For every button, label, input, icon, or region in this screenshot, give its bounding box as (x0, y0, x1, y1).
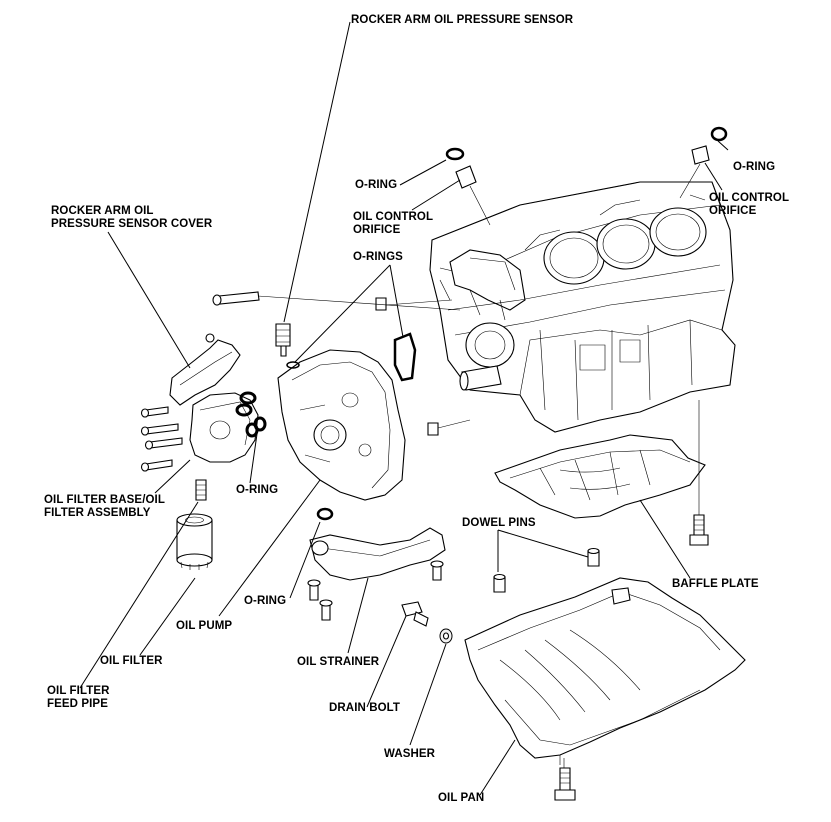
label-rocker-arm-oil-pressure-sensor: ROCKER ARM OIL PRESSURE SENSOR (351, 14, 574, 26)
label-washer: WASHER (384, 748, 436, 760)
label-oil-control-orifice-center: OIL CONTROL ORIFICE (353, 211, 434, 236)
dowel-pins-parts (375, 297, 600, 593)
o-rings-cluster (235, 126, 728, 521)
label-o-rings: O-RINGS (353, 251, 403, 263)
label-oil-pan: OIL PAN (438, 792, 485, 804)
label-rocker-arm-oil-pressure-sensor-cover: ROCKER ARM OIL PRESSURE SENSOR COVER (51, 205, 213, 230)
label-oil-filter-feed-pipe: OIL FILTER FEED PIPE (47, 685, 110, 710)
orifices (455, 145, 710, 189)
bolts-left (140, 291, 260, 472)
label-oil-filter: OIL FILTER (100, 655, 163, 667)
oil-filter (176, 513, 213, 570)
drain-bolt-part (401, 601, 429, 627)
oil-strainer (309, 527, 446, 581)
pan-bolt (554, 767, 576, 801)
label-o-ring-pump: O-RING (244, 595, 287, 607)
rocker-sensor (275, 323, 291, 357)
strainer-bolts (307, 560, 444, 621)
baffle-plate (494, 434, 706, 519)
rocker-sensor-cover (169, 339, 241, 406)
label-o-ring-filter-base: O-RING (236, 484, 279, 496)
label-oil-pump: OIL PUMP (176, 620, 233, 632)
label-o-ring-top-center: O-RING (355, 179, 398, 191)
label-o-ring-top-right: O-RING (733, 161, 776, 173)
baffle-bolt (689, 514, 709, 546)
leader-lines (79, 21, 729, 796)
label-baffle-plate: BAFFLE PLATE (672, 578, 759, 590)
oil-pump (277, 349, 406, 501)
label-oil-strainer: OIL STRAINER (297, 656, 380, 668)
engine-block (429, 181, 736, 433)
label-dowel-pins: DOWEL PINS (462, 517, 536, 529)
label-oil-control-orifice-right: OIL CONTROL ORIFICE (709, 192, 790, 217)
feed-pipe (195, 479, 207, 501)
label-drain-bolt: DRAIN BOLT (329, 702, 401, 714)
oil-pan (464, 577, 746, 765)
label-oil-filter-base-assembly: OIL FILTER BASE/OIL FILTER ASSEMBLY (44, 494, 165, 519)
washer-part (439, 628, 453, 644)
